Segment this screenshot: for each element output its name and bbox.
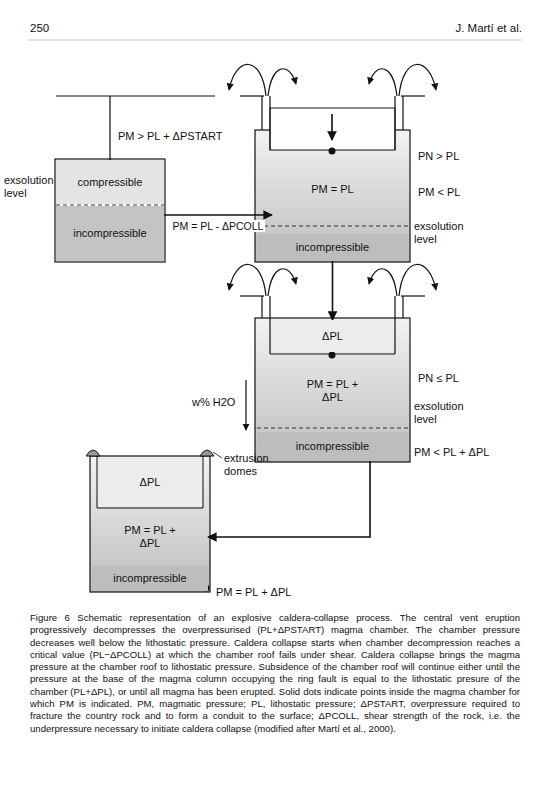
box-text: PM = PL: [311, 183, 354, 196]
box-text: PM = PL + ΔPL: [300, 378, 366, 404]
compressible-band: compressible: [56, 160, 164, 204]
incompressible-band: incompressible: [257, 432, 408, 461]
process-arrow: [164, 214, 272, 216]
pressure-label: PN ≤ PL: [418, 372, 459, 385]
incompressible-band: incompressible: [257, 234, 408, 261]
box-text: PM = PL + ΔPL: [117, 524, 183, 550]
magma-region: PM = PL + ΔPL: [92, 510, 208, 564]
delta-region: ΔPL: [98, 458, 202, 507]
level-label: exsolution level: [414, 400, 474, 426]
box-text: compressible: [78, 176, 143, 189]
running-head: J. Martí et al.: [455, 22, 521, 35]
delta-region: ΔPL: [272, 320, 393, 352]
pressure-label: PM > PL + ΔPSTART: [118, 130, 222, 143]
box-text: ΔPL: [322, 330, 343, 343]
incompressible-band: incompressible: [92, 566, 208, 591]
incompressible-band: incompressible: [56, 206, 164, 261]
level-label: exsolution level: [414, 220, 474, 246]
water-content-label: w% H2O: [192, 396, 235, 409]
page-number: 250: [30, 22, 49, 35]
box-text: ΔPL: [140, 476, 161, 489]
pressure-label: PM = PL + ΔPL: [216, 586, 291, 599]
domes-label: extrusion domes: [224, 452, 286, 478]
pressure-label: PM < PL: [418, 186, 461, 199]
pressure-label: PN > PL: [418, 150, 459, 163]
box-text: incompressible: [296, 440, 369, 453]
box-text: incompressible: [296, 241, 369, 254]
edge-label: PM = PL - ΔPCOLL: [171, 220, 266, 232]
magma-region: PM = PL: [272, 156, 393, 222]
process-arrow: [332, 261, 334, 320]
box-text: incompressible: [73, 227, 146, 240]
pressure-label: PM < PL + ΔPL: [414, 446, 489, 459]
box-text: incompressible: [113, 572, 186, 585]
magma-region: PM = PL + ΔPL: [272, 358, 393, 424]
figure-caption: Figure 6 Schematic representation of an …: [30, 612, 520, 735]
level-label: exsolution level: [4, 174, 56, 200]
